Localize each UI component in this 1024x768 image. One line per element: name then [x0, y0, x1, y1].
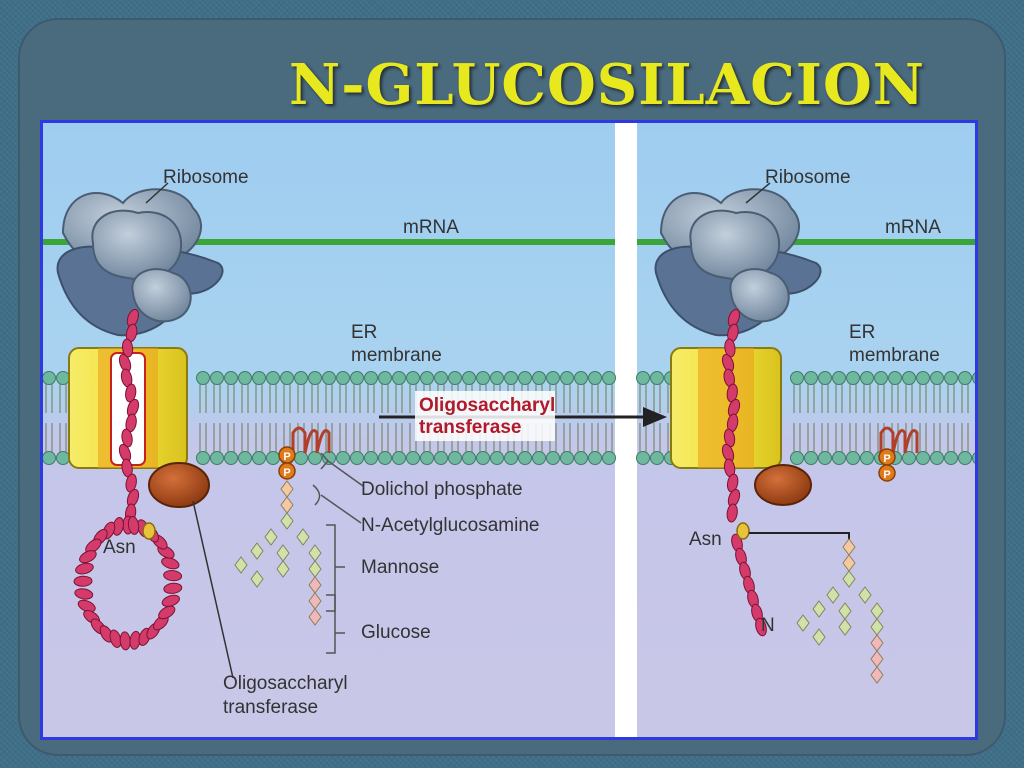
er-label-line1-left: ER: [351, 322, 377, 343]
dolichol-tail-right: [879, 426, 919, 454]
oligosaccharyl-transferase-enzyme-right: [754, 464, 812, 506]
phosphate-group-left: P P: [278, 446, 296, 480]
er-label-line2-right: membrane: [849, 345, 940, 366]
ribosome-right: [654, 188, 822, 337]
polypeptide-chain-left: [73, 308, 183, 651]
polypeptide-chain-right: [721, 308, 767, 637]
ribosome-label-right: Ribosome: [765, 167, 851, 188]
ribosome-left: [56, 188, 224, 337]
dolichol-leader: [327, 460, 364, 487]
arrow-label-line2: transferase: [419, 417, 521, 438]
phosphate-p2-right: P: [883, 469, 890, 481]
nacetylglucosamine-label: N-Acetylglucosamine: [361, 515, 539, 536]
glucose-bracket: [326, 594, 345, 654]
nacetyl-leader: [320, 494, 362, 524]
ost-label-line1-left: Oligosaccharyl: [223, 673, 348, 694]
asn-residue-right: [736, 522, 750, 540]
ribosome-label-left: Ribosome: [163, 167, 249, 188]
mrna-strand-right: [637, 239, 975, 245]
ribosome-leader-right: [745, 182, 771, 204]
ribosome-leader-left: [145, 182, 169, 204]
mrna-label-left: mRNA: [403, 217, 459, 238]
arrow-label-line1: Oligosaccharyl: [419, 395, 555, 416]
mannose-bracket: [326, 524, 345, 612]
oligosaccharyl-transferase-enzyme-left: [148, 462, 210, 508]
reaction-arrow: [379, 391, 667, 441]
n-glycosylation-diagram: Ribosome mRNA ER membrane Asn P P Dolich…: [43, 123, 975, 737]
oligosaccharide-tree-right: [796, 538, 884, 684]
ost-leader-left: [192, 500, 234, 679]
n-terminus-label: N: [761, 615, 775, 636]
panel-divider: [615, 123, 637, 737]
diagram-frame: Ribosome mRNA ER membrane Asn P P Dolich…: [40, 120, 978, 740]
mrna-label-right: mRNA: [885, 217, 941, 238]
asn-label-left: Asn: [103, 537, 136, 558]
slide-title: N-GLUCOSILACION: [289, 52, 925, 118]
mannose-label: Mannose: [361, 557, 439, 578]
er-label-line1-right: ER: [849, 322, 875, 343]
phosphate-p1-right: P: [883, 453, 890, 465]
glucose-label: Glucose: [361, 622, 431, 643]
asn-label-right: Asn: [689, 529, 722, 550]
mrna-strand-left: [43, 239, 615, 245]
er-label-line2-left: membrane: [351, 345, 442, 366]
phosphate-p2-left: P: [283, 467, 290, 479]
nacetyl-bracket: [312, 484, 321, 506]
oligosaccharide-tree-left: [234, 480, 322, 626]
dolichol-phosphate-label: Dolichol phosphate: [361, 479, 523, 500]
ost-label-line2-left: transferase: [223, 697, 318, 718]
dolichol-tail-left: [291, 426, 331, 454]
asn-residue-left: [142, 522, 156, 540]
phosphate-group-right: P P: [878, 448, 896, 482]
phosphate-p1-left: P: [283, 451, 290, 463]
